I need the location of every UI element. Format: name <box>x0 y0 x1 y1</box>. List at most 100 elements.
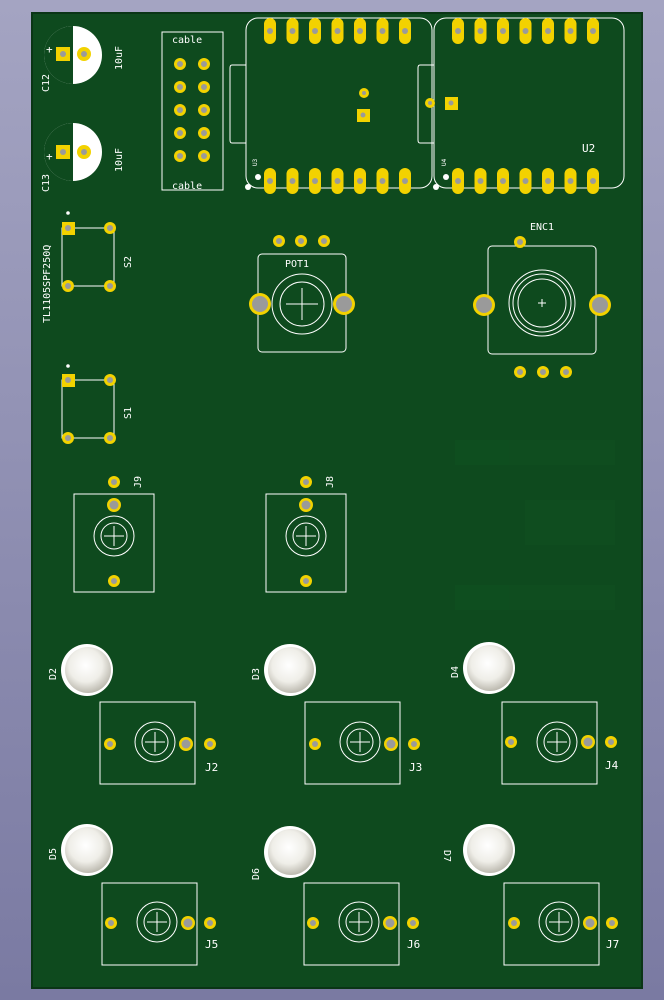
j7-label: J7 <box>606 938 619 951</box>
s2-label: S2 <box>123 256 134 268</box>
j4-pin-1-drill <box>508 739 514 745</box>
j2-ring <box>134 721 176 763</box>
switch-s2[interactable]: S2 TL1105SPF250Q <box>42 211 134 323</box>
pot1-pin-drill <box>298 238 304 244</box>
cable-label-top: cable <box>172 35 202 46</box>
enc1-ring-2 <box>512 273 572 333</box>
c12-plus: + <box>46 43 53 56</box>
potentiometer-pot1[interactable]: POT1 <box>249 235 355 353</box>
j9-pin-1-drill <box>111 479 117 485</box>
u4-label: U4 <box>441 158 448 166</box>
j7-ring <box>538 901 580 943</box>
led-d4[interactable]: D4 <box>450 642 515 694</box>
jack-j2[interactable]: J2 <box>99 701 218 785</box>
d4-lens <box>467 645 513 691</box>
d5-label: D5 <box>48 848 59 860</box>
u3-drill-a <box>362 91 366 95</box>
module-u3[interactable]: U3 <box>229 17 433 194</box>
s1-drill-2 <box>107 377 113 383</box>
u3-pin-drill <box>267 178 273 184</box>
jack-j3[interactable]: J3 <box>304 701 422 785</box>
jack-j7[interactable]: J7 <box>503 882 619 966</box>
copper-relief <box>455 440 615 610</box>
j3-pin-1-drill <box>312 741 318 747</box>
jack-j4[interactable]: J4 <box>501 701 619 785</box>
module-u4[interactable]: U4 U2 <box>417 17 625 194</box>
j6-pin-2-drill <box>385 918 395 928</box>
j6-label: J6 <box>407 938 420 951</box>
u4-drill-b <box>448 100 454 106</box>
cable-label-bottom: cable <box>172 181 202 192</box>
u3-pins-top <box>264 18 411 44</box>
enc1-mount-right-drill <box>592 297 608 313</box>
pot1-label: POT1 <box>285 259 309 270</box>
j3-pin-2-drill <box>386 739 396 749</box>
cable-pin-drill <box>177 107 183 113</box>
u4-pin-drill <box>522 28 529 34</box>
led-d6[interactable]: D6 <box>251 826 316 880</box>
j8-outline <box>265 493 347 593</box>
u3-pin1-dot <box>255 174 261 180</box>
s2-outline <box>61 227 115 287</box>
s2-pin1-dot <box>66 211 70 215</box>
enc1-shaft <box>517 278 567 328</box>
u4-pin-drill <box>522 178 529 184</box>
c13-drill-2 <box>81 149 87 155</box>
jack-j6[interactable]: J6 <box>303 882 420 966</box>
u3-pin-drill <box>267 28 273 34</box>
cable-pin-drill <box>177 61 183 67</box>
u3-pin-drill <box>379 28 386 34</box>
switch-part-label: TL1105SPF250Q <box>42 245 53 323</box>
u4-pin-drill <box>455 178 461 184</box>
j5-label: J5 <box>205 938 218 951</box>
switch-s1[interactable]: S1 <box>61 364 134 444</box>
j4-pin-3-drill <box>608 739 614 745</box>
c13-drill <box>60 149 66 155</box>
u3-pin-drill <box>289 178 296 184</box>
led-d2[interactable]: D2 <box>48 644 113 696</box>
j7-pin-2-drill <box>585 918 595 928</box>
j9-outline <box>73 493 155 593</box>
j2-hole <box>141 728 169 756</box>
s2-drill-2 <box>107 225 113 231</box>
pot1-pin-drill <box>276 238 282 244</box>
cable-pin-drill <box>177 84 183 90</box>
s1-outline <box>61 379 115 439</box>
j6-pin-3-drill <box>410 920 416 926</box>
led-d5[interactable]: D5 <box>48 824 113 876</box>
j4-hole <box>543 728 571 756</box>
led-d7[interactable]: D7 <box>441 824 515 876</box>
c12-drill-2 <box>81 51 87 57</box>
j9-hole <box>100 522 128 550</box>
s1-drill-3 <box>65 435 71 441</box>
u4-pins-top <box>452 18 599 44</box>
j6-outline <box>303 882 400 966</box>
u3-label: U3 <box>252 158 259 166</box>
encoder-enc1[interactable]: ENC1 <box>473 222 611 378</box>
cable-header[interactable]: cable cable <box>161 31 224 192</box>
j2-pin-3-drill <box>207 741 213 747</box>
u4-pin-drill <box>477 28 484 34</box>
c12-label: C12 <box>41 74 52 92</box>
u3-pins-bottom <box>264 168 411 194</box>
jack-j8[interactable]: J8 <box>265 476 347 593</box>
u4-pin-drill <box>500 178 506 184</box>
pot1-pins <box>273 235 330 247</box>
enc1-pin-top-drill <box>517 239 523 245</box>
u4-pin-drill <box>477 178 484 184</box>
jack-j9[interactable]: J9 <box>73 476 155 593</box>
capacitor-c13[interactable]: + C13 10uF <box>41 123 125 192</box>
capacitor-c12[interactable]: + C12 10uF <box>41 26 125 92</box>
jack-j5[interactable]: J5 <box>101 882 218 966</box>
d3-lens <box>268 647 314 693</box>
d6-lens <box>268 829 314 875</box>
u2-label: U2 <box>582 142 595 155</box>
led-d3[interactable]: D3 <box>251 644 316 696</box>
j9-pin-2-drill <box>109 500 119 510</box>
u4-pin-drill <box>567 28 574 34</box>
j8-label: J8 <box>325 476 336 488</box>
u4-pin-drill <box>455 28 461 34</box>
s2-drill-1 <box>65 225 71 231</box>
enc1-pin-drill <box>563 369 569 375</box>
